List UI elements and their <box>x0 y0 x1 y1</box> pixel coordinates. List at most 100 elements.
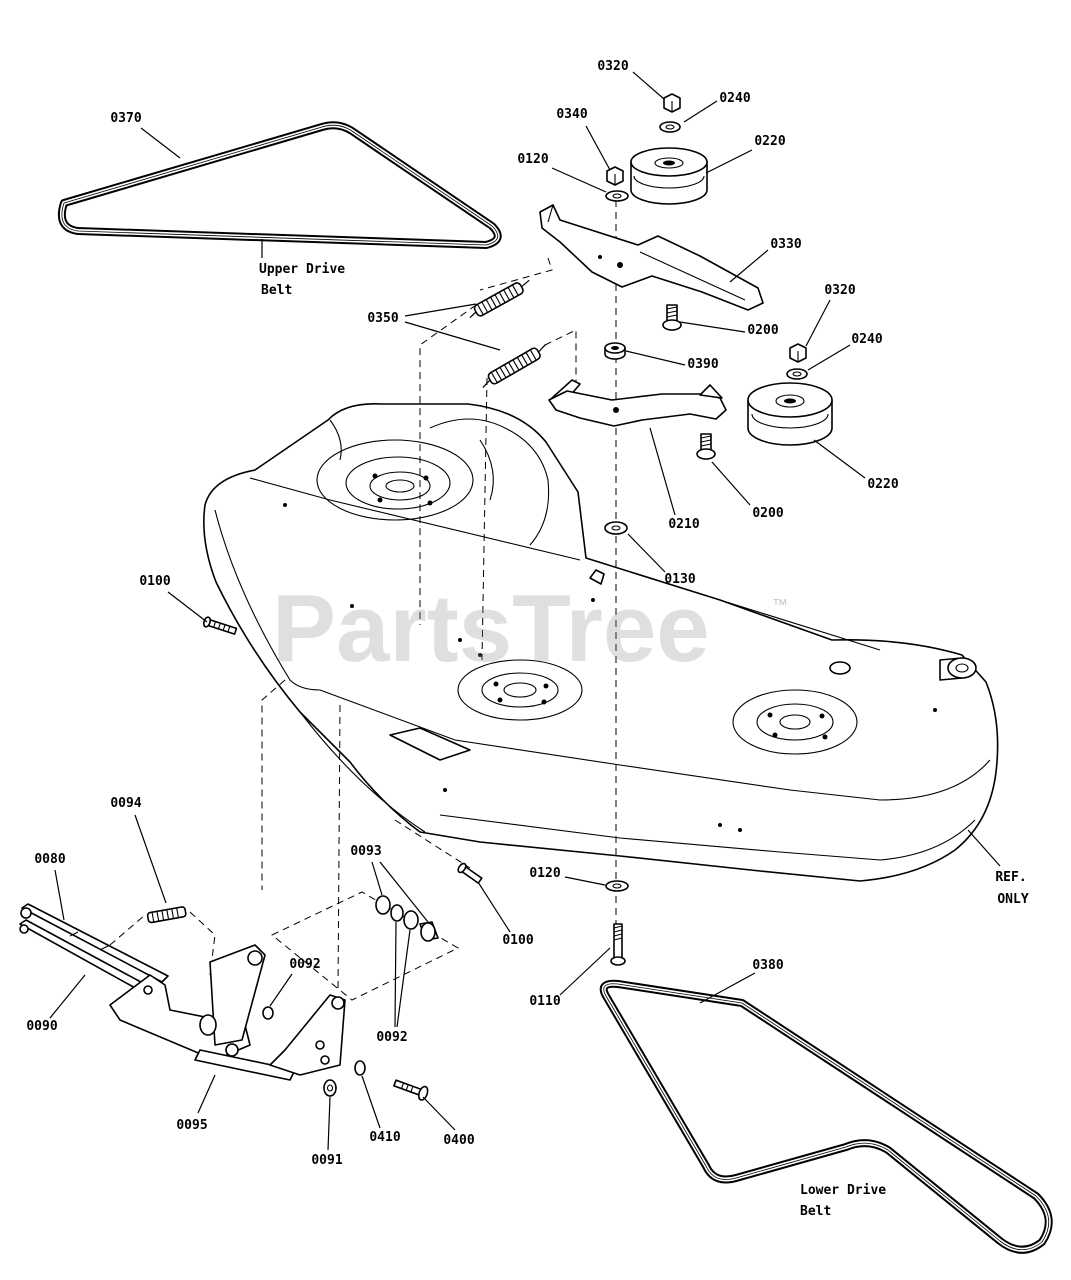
fitting-bore <box>955 663 969 673</box>
leader-line <box>167 591 208 623</box>
leader-line <box>679 321 746 333</box>
spring-box-dashed <box>109 911 216 976</box>
leader-line <box>371 861 383 896</box>
bracket-bolt <box>393 1079 429 1101</box>
washer-bore <box>792 371 802 377</box>
washer-bore <box>326 1084 334 1092</box>
callout-spacer: 0390 <box>687 357 718 372</box>
callout-pivot-bolt: 0110 <box>529 994 560 1009</box>
upper-tension-spring <box>469 279 530 319</box>
right-spindle <box>732 689 858 755</box>
upper-belt-note: Upper Drive Belt <box>259 262 345 298</box>
deck-hole <box>591 598 595 602</box>
mower-deck <box>203 403 999 882</box>
note-line: Upper Drive <box>259 262 345 277</box>
bushing-axis-dashed <box>271 891 460 1001</box>
rod-marking <box>99 945 109 951</box>
bolt-threads <box>213 621 231 633</box>
upper-flat-washer <box>605 190 629 202</box>
deck-skirt-lower-edge <box>299 711 426 833</box>
arm-washer <box>604 521 628 535</box>
leader-line <box>49 974 86 1019</box>
washer-outer <box>659 121 681 133</box>
right-idler-pulley <box>747 382 833 446</box>
mount-hole <box>372 473 378 479</box>
rod-end <box>20 907 32 919</box>
washer-outer <box>786 368 808 380</box>
callout-top-pulley: 0220 <box>754 134 785 149</box>
leader-line <box>361 1075 381 1129</box>
mount-hole <box>772 732 778 738</box>
mount-hole <box>377 497 383 503</box>
mount-hole <box>822 734 828 740</box>
bracket-lock-washer <box>354 1060 366 1076</box>
watermark-brand: PartsTree <box>272 575 710 682</box>
leader-line <box>813 439 866 479</box>
bushings <box>375 895 439 942</box>
washer-outer <box>605 190 629 202</box>
mount-hole <box>423 475 429 481</box>
top-hex-nut <box>663 93 681 113</box>
spring-coil <box>146 906 187 924</box>
right-hex-nut <box>789 343 807 363</box>
lower-belt-note: Lower Drive Belt <box>800 1183 886 1219</box>
lower-idler-arm <box>548 379 727 427</box>
bracket-washer-left <box>262 1006 274 1020</box>
bolt-head <box>610 956 626 966</box>
deck-front-bracket <box>389 727 471 761</box>
top-idler-pulley <box>630 147 708 205</box>
spindle-ring <box>732 689 858 755</box>
discharge-fitting <box>829 657 977 681</box>
bracket-hole <box>143 985 153 995</box>
washer-bore <box>612 193 622 199</box>
bracket-hole <box>315 1040 325 1050</box>
deck-hole <box>350 604 354 608</box>
callout-arm-washer: 0130 <box>664 572 695 587</box>
deck-hole <box>478 653 482 657</box>
bracket-cross-plate <box>194 1049 296 1081</box>
bracket-pivot-tube <box>199 1014 217 1036</box>
left-housing-wall <box>329 419 342 461</box>
bolt-head <box>662 319 682 331</box>
leader-line <box>477 881 511 933</box>
left-deck-bolt <box>202 616 238 635</box>
left-spindle-housing <box>316 439 474 521</box>
leader-line <box>422 1096 456 1131</box>
leader-line <box>632 71 665 100</box>
leader-lines <box>49 71 1001 1151</box>
note-line: REF. <box>995 870 1026 885</box>
leader-line <box>699 972 756 1004</box>
spindle-ring <box>457 659 583 721</box>
top-flat-washer <box>659 121 681 133</box>
bolt-head <box>696 448 716 460</box>
deck-hole <box>283 503 287 507</box>
mount-hole <box>427 500 433 506</box>
note-line: Belt <box>261 283 292 298</box>
spindle-hub <box>481 672 559 708</box>
leader-line <box>711 461 751 506</box>
leader-line <box>559 947 611 996</box>
leader-line <box>683 100 718 123</box>
pivot-spacer <box>604 342 626 360</box>
deck-to-bracket-dashed <box>261 679 286 890</box>
bolt-threads <box>613 925 623 941</box>
leader-line <box>404 303 477 317</box>
callout-upper-belt: 0370 <box>110 111 141 126</box>
spindle-shaft <box>779 714 811 730</box>
callout-lift-rod: 0080 <box>34 852 65 867</box>
callout-flat-washer: 0091 <box>311 1153 342 1168</box>
leader-line <box>379 861 429 923</box>
deck-boss <box>829 661 851 675</box>
bracket-hole <box>320 1055 330 1065</box>
note-line: ONLY <box>997 892 1028 907</box>
arm-flange-bend <box>547 204 554 223</box>
arm-fold <box>639 251 746 301</box>
deck-hole <box>443 788 447 792</box>
pulley-groove <box>751 413 829 429</box>
lower-flat-washer <box>605 880 629 892</box>
callout-lower-bolt: 0200 <box>752 506 783 521</box>
callout-right-deck-bolt: 0100 <box>502 933 533 948</box>
deck-left-skirt-fold <box>214 509 321 691</box>
deck-hole <box>738 828 742 832</box>
